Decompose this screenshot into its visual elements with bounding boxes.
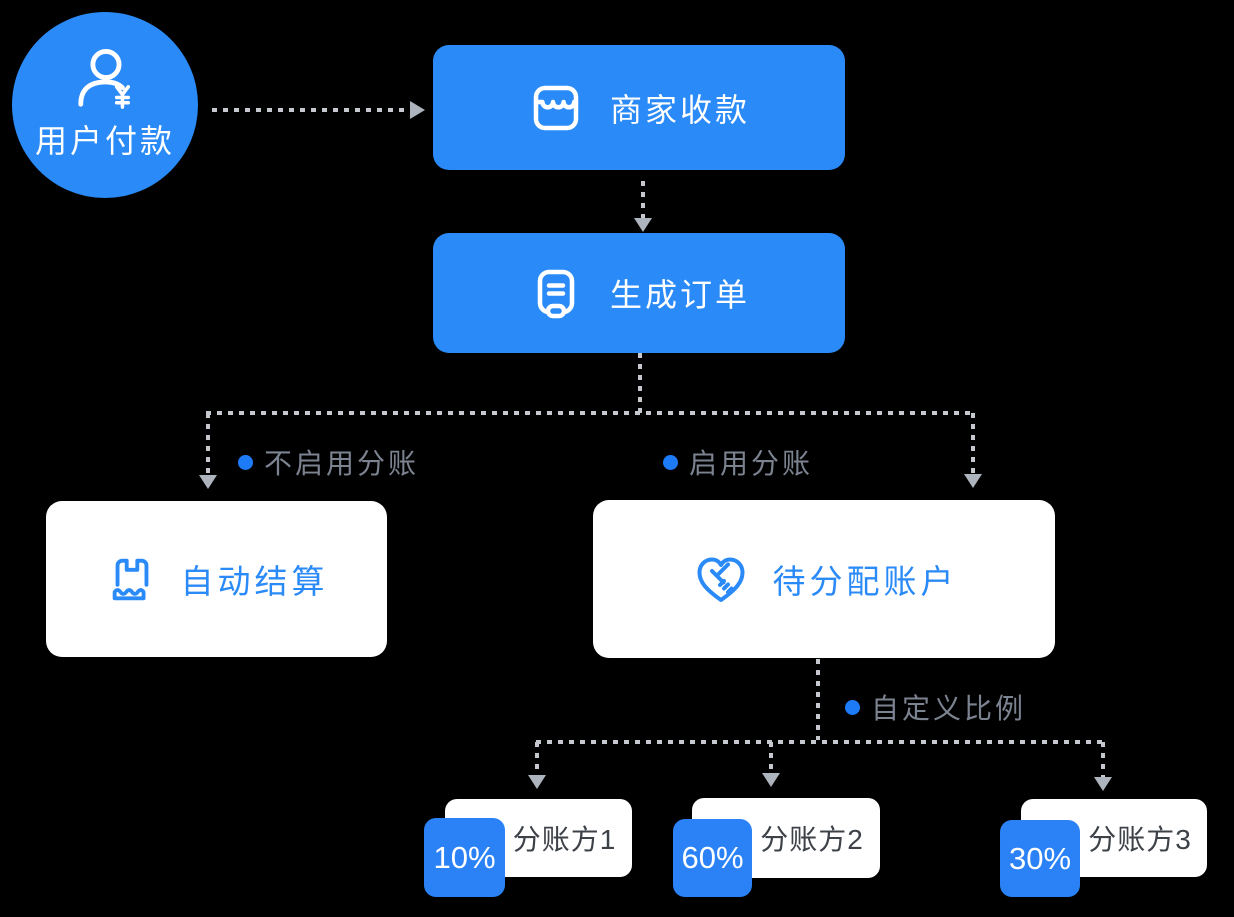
connector-to-recipient-1 [535,742,539,776]
package-icon [112,558,148,601]
percent-value: 60% [681,840,744,875]
node-label: 生成订单 [609,277,750,313]
node-label: 自动结算 [180,563,329,600]
branch-label-no-split: 不启用分账 [238,442,419,482]
arrowhead-to-recipient-2 [762,773,780,787]
recipient-card-2: 分账方2 [692,798,880,878]
node-pending-account: 待分配账户 [593,500,1055,658]
connector-user-to-merchant [212,108,410,112]
node-label: 用户付款 [34,123,175,159]
branch-label-text: 不启用分账 [264,448,420,479]
recipient-label: 分账方3 [1088,824,1192,855]
storefront-icon [533,85,579,130]
connector-pending-stub [816,659,820,740]
recipient-label: 分账方2 [760,824,864,855]
branch-label-text: 自定义比例 [871,693,1027,724]
node-user-payment: 用户付款 [12,12,198,198]
arrowhead-merchant-to-order [634,218,652,232]
percent-badge-1: 10% [424,818,505,897]
connector-branch-horizontal [206,411,975,415]
arrowhead-to-pending-account [964,474,982,488]
bullet-dot-icon [845,699,860,715]
bullet-dot-icon [663,454,678,470]
branch-label-custom-ratio: 自定义比例 [845,687,1026,727]
connector-merchant-to-order [641,181,645,219]
connector-ratio-horizontal [536,740,1106,744]
percent-value: 30% [1008,840,1072,876]
arrowhead-user-to-merchant [410,101,425,119]
node-label: 待分配账户 [772,563,958,600]
heart-handshake-icon [697,557,744,602]
recipient-label: 分账方1 [512,824,617,855]
branch-label-text: 启用分账 [689,448,814,479]
connector-order-stub [638,353,642,413]
node-auto-settle: 自动结算 [46,501,387,657]
node-generate-order: 生成订单 [433,233,845,353]
percent-value: 10% [433,839,496,875]
arrowhead-to-recipient-3 [1094,777,1112,791]
connector-to-pending-account [971,413,975,475]
arrowhead-to-recipient-1 [528,775,546,789]
connector-to-recipient-2 [769,742,773,774]
arrowhead-to-auto-settle [199,475,217,489]
percent-badge-2: 60% [673,819,752,897]
user-yen-icon [78,48,131,109]
branch-label-split: 启用分账 [663,442,813,482]
connector-to-recipient-3 [1101,742,1105,778]
order-doc-icon [537,269,575,319]
node-label: 商家收款 [609,91,750,128]
bullet-dot-icon [238,454,253,470]
connector-to-auto-settle [206,413,210,476]
node-merchant-receive: 商家收款 [433,45,845,170]
percent-badge-3: 30% [1000,820,1080,897]
